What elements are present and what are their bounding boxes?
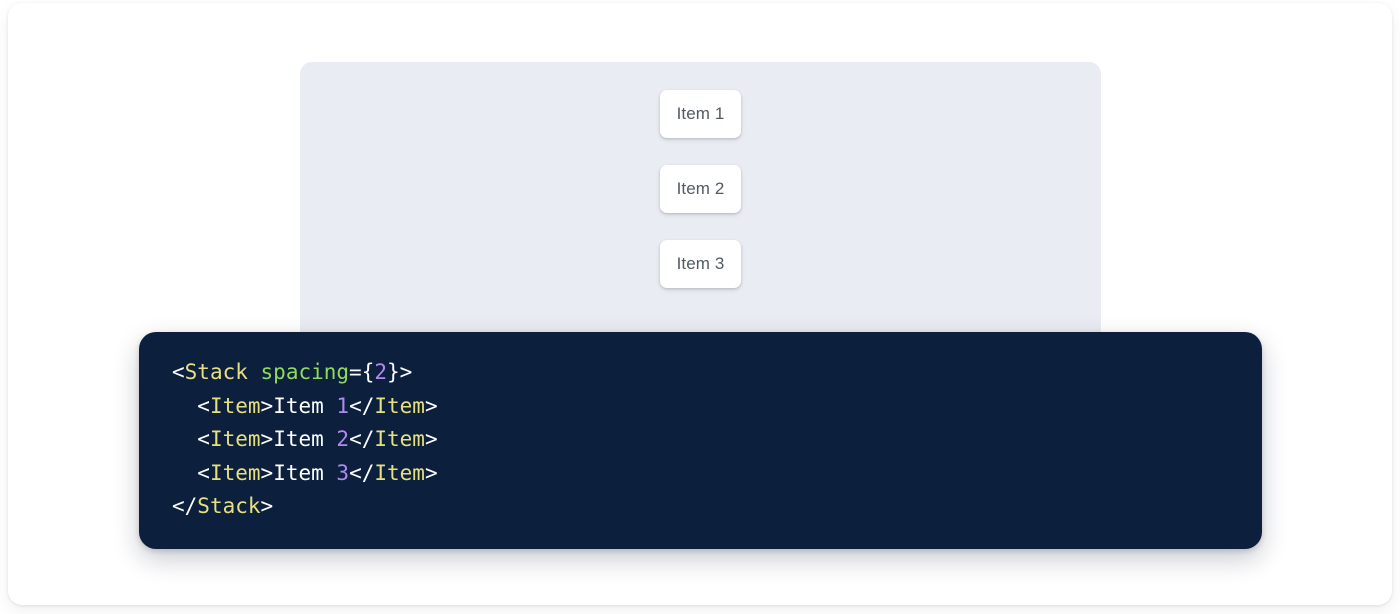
code-token-num: 3 — [336, 460, 350, 485]
code-token-punc: < — [197, 427, 210, 451]
code-token-punc: </ — [349, 460, 375, 485]
code-token-punc: < — [197, 460, 210, 485]
code-token-tag: Item — [374, 460, 425, 485]
component-preview-panel: Item 1 Item 2 Item 3 — [300, 62, 1101, 352]
code-snippet-text: <Stack spacing={2}> <Item>Item 1</Item> … — [172, 356, 1262, 524]
code-token-punc: > — [424, 460, 438, 485]
code-token-punc: > — [424, 427, 438, 451]
code-token-punc: } — [387, 360, 400, 384]
stack-item-card[interactable]: Item 1 — [660, 90, 741, 138]
code-token-tag: Stack — [197, 494, 261, 518]
code-token-tag: Item — [209, 427, 261, 451]
code-token-punc: > — [260, 460, 274, 485]
code-token-tag: Item — [209, 393, 261, 418]
code-token-num: 2 — [374, 360, 388, 384]
stack-item-label: Item 1 — [676, 104, 725, 123]
code-token-punc: { — [361, 360, 375, 384]
code-token-tag: Item — [209, 460, 261, 485]
code-token-punc: </ — [349, 393, 375, 418]
code-token-punc: > — [260, 494, 274, 518]
code-token-punc: = — [349, 360, 362, 384]
code-token-tag: Stack — [184, 360, 248, 384]
code-token-punc: > — [424, 393, 438, 418]
stack-item-card[interactable]: Item 2 — [660, 165, 741, 213]
stack-container: Item 1 Item 2 Item 3 — [300, 62, 1101, 288]
code-token-text: Item — [273, 460, 337, 485]
page-shell: Item 1 Item 2 Item 3 <Stack spacing={2}>… — [8, 3, 1392, 605]
stack-item-card[interactable]: Item 3 — [660, 240, 741, 288]
code-token-text: Item — [273, 427, 337, 451]
code-token-punc: </ — [349, 427, 375, 451]
code-token-punc: > — [399, 360, 413, 384]
code-token-punc: </ — [172, 494, 198, 518]
code-token-punc — [248, 360, 261, 384]
code-token-punc: < — [197, 393, 210, 418]
code-token-num: 1 — [336, 393, 350, 418]
code-token-punc: < — [172, 360, 185, 384]
code-token-num: 2 — [336, 427, 350, 451]
stack-item-label: Item 3 — [676, 254, 725, 273]
code-snippet-block[interactable]: <Stack spacing={2}> <Item>Item 1</Item> … — [139, 332, 1262, 549]
code-token-punc: > — [260, 393, 274, 418]
code-token-tag: Item — [374, 427, 425, 451]
code-token-punc: > — [260, 427, 274, 451]
code-token-attr: spacing — [260, 360, 350, 384]
stack-item-label: Item 2 — [676, 179, 725, 198]
code-token-text: Item — [273, 393, 337, 418]
code-token-tag: Item — [374, 393, 425, 418]
